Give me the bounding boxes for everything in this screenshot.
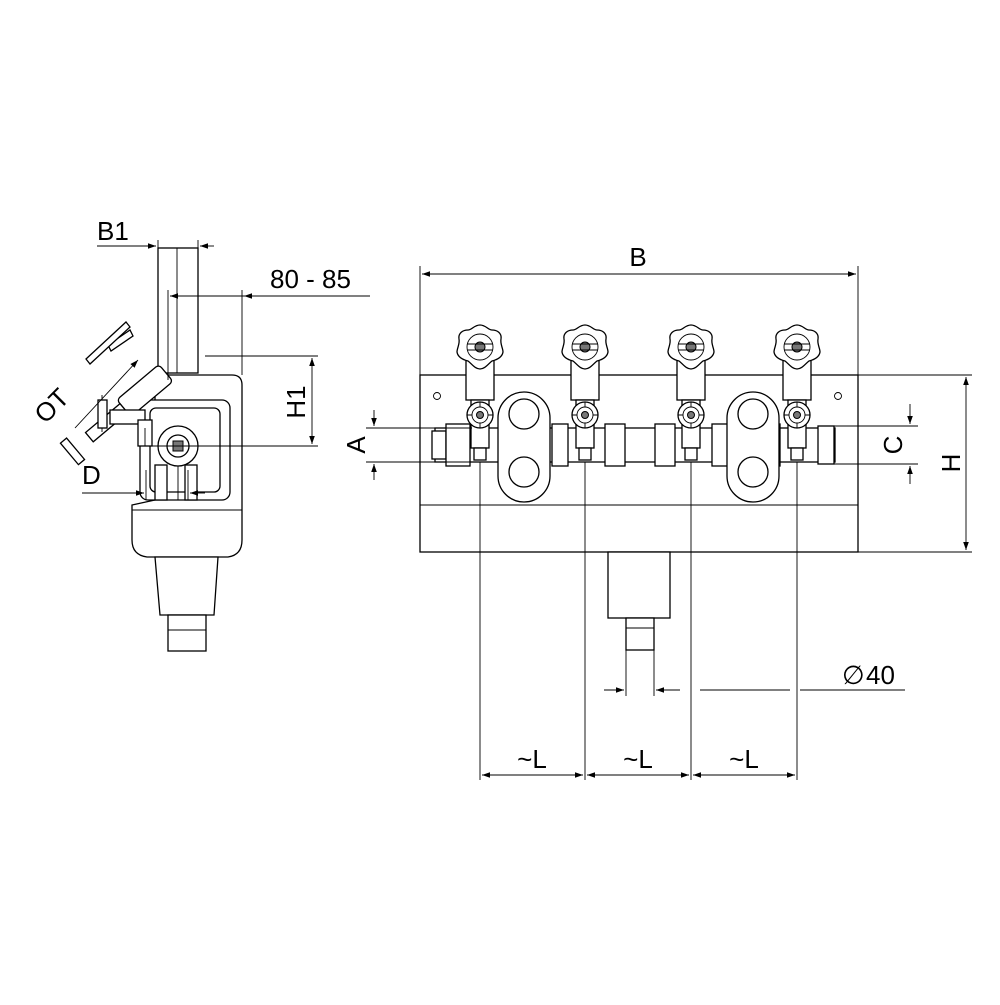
side-view: B1 80 - 85 H1 OT D (28, 216, 370, 652)
dim-l-label-2: ~L (623, 744, 653, 774)
valve-knob-icon (466, 401, 494, 429)
dim-80-85-label: 80 - 85 (270, 264, 351, 294)
dim-c-label: C (878, 436, 908, 455)
dim-ot-label: OT (28, 382, 75, 429)
dim-h1-label: H1 (281, 385, 311, 418)
valve-3 (667, 324, 715, 461)
dim-diameter-symbol: ∅ (842, 660, 865, 690)
dim-d-label: D (82, 460, 101, 490)
handwheel-icon (773, 324, 821, 370)
valve-4 (773, 324, 821, 461)
dim-diameter-label: 40 (866, 660, 895, 690)
dim-l-label-1: ~L (517, 744, 547, 774)
front-view: B A C H ∅ 40 ~L ~L (341, 242, 972, 780)
dim-h-label: H (936, 454, 966, 473)
handwheel-icon (561, 324, 609, 370)
valve-knob-icon (783, 401, 811, 429)
dim-l-label-3: ~L (729, 744, 759, 774)
dim-b-label: B (629, 242, 646, 272)
valve-1 (456, 324, 504, 461)
handwheel-icon (667, 324, 715, 370)
valve-knob-icon (571, 401, 599, 429)
handwheel-icon (456, 324, 504, 370)
valve-2 (561, 324, 609, 461)
dim-a-label: A (341, 436, 371, 454)
valve-knob-icon (677, 401, 705, 429)
dim-b1-label: B1 (97, 216, 129, 246)
